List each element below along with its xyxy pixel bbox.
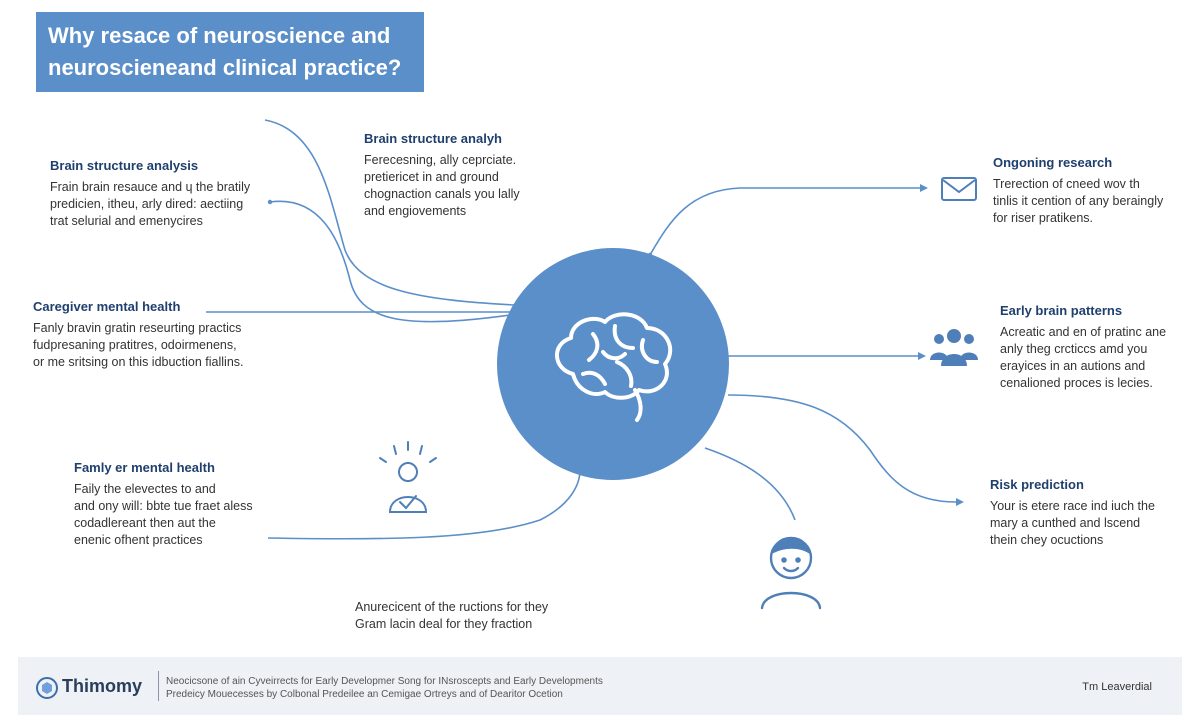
- connector-brain-structure-top: [264, 119, 516, 306]
- block-line: codadlereant then aut the: [74, 516, 216, 530]
- footer-note: Neocicsone of ain Cyveirrects for Early …: [166, 675, 603, 701]
- block-line: trat selurial and emenycires: [50, 214, 203, 228]
- block-heading: Famly er mental health: [74, 460, 215, 475]
- footer-note-line-2: Predeicy Mouecesses by Colbonal Predeile…: [166, 689, 563, 700]
- connector-brain-structure-left: [269, 200, 511, 323]
- person-excited-icon: [379, 441, 437, 513]
- block-heading: Brain structure analysis: [50, 158, 199, 173]
- envelope-icon: [941, 177, 977, 201]
- arrowhead-early-patterns: [918, 352, 926, 360]
- block-brain-structure-analyh: Brain structure analyh Ferecesning, ally…: [364, 130, 520, 220]
- connector-ongoing: [649, 187, 920, 256]
- block-line: chognaction canals you lally: [364, 187, 520, 201]
- block-line: Trerection of cneed wov th: [993, 177, 1140, 191]
- node-dot-1: [267, 199, 273, 205]
- block-line: and engiovements: [364, 204, 467, 218]
- block-line: Frain brain resauce and ɥ the bratily: [50, 180, 251, 194]
- block-line: Fanly bravin gratin reseurting practics: [33, 321, 242, 335]
- block-line: Faily the elevectes to and: [74, 482, 216, 496]
- footer-divider: [158, 671, 159, 701]
- title-line-1: Why resace of neuroscience and: [48, 23, 391, 48]
- block-family-mental-health: Famly er mental health Faily the elevect…: [74, 459, 253, 549]
- block-line: Ferecesning, ally ceprciate.: [364, 153, 517, 167]
- block-line: thein chey ocuctions: [990, 533, 1104, 547]
- block-line: Acreatic and en of pratinc ane: [1000, 325, 1167, 339]
- footer-bar: Thimomy Neocicsone of ain Cyveirrects fo…: [18, 657, 1182, 715]
- block-risk-prediction: Risk prediction Your is etere race ind i…: [990, 476, 1155, 549]
- connector-bottom: [704, 447, 796, 521]
- arrowhead-risk: [956, 498, 964, 506]
- block-bottom-note: Anurecicent of the ructions for they Gra…: [355, 599, 548, 633]
- brain-icon: [555, 312, 673, 422]
- block-heading: Caregiver mental health: [33, 299, 181, 314]
- title-line-2: neuroscieneand clinical practice?: [48, 55, 402, 80]
- block-line: erayices in an autions and: [1000, 359, 1146, 373]
- block-line: enenic ofhent practices: [74, 533, 203, 547]
- people-icon: [930, 329, 978, 366]
- block-line: Anurecicent of the ructions for they: [355, 600, 549, 614]
- logo-icon: [36, 677, 58, 699]
- block-line: anly theg crcticcs amd you: [1000, 342, 1148, 356]
- block-ongoing-research: Ongoning research Trerection of cneed wo…: [993, 154, 1163, 227]
- footer-right-label: Tm Leaverdial: [1082, 681, 1152, 693]
- block-heading: Ongoning research: [993, 155, 1113, 170]
- block-line: or me sritsing on this idbuction fiallin…: [33, 355, 244, 369]
- connector-family: [267, 469, 581, 540]
- block-early-brain-patterns: Early brain patterns Acreatic and en of …: [1000, 302, 1166, 392]
- block-heading: Brain structure analyh: [364, 131, 502, 146]
- block-heading: Risk prediction: [990, 477, 1084, 492]
- block-line: Gram lacin deal for they fraction: [355, 617, 533, 631]
- arrowhead-ongoing: [920, 184, 928, 192]
- connector-risk: [727, 394, 957, 503]
- block-line: predicien, itheu, arly dired: aectiing: [50, 197, 244, 211]
- block-line: and ony will: bbte tue fraet aless: [74, 499, 253, 513]
- child-avatar-icon: [760, 536, 822, 610]
- block-line: tinlis it cention of any beraingly: [993, 194, 1164, 208]
- block-line: cenalioned proces is lecies.: [1000, 376, 1153, 390]
- title-banner: Why resace of neuroscience and neuroscie…: [36, 12, 424, 92]
- footer-note-line-1: Neocicsone of ain Cyveirrects for Early …: [166, 676, 603, 687]
- block-line: pretiericet in and ground: [364, 170, 499, 184]
- block-line: for riser pratikens.: [993, 211, 1094, 225]
- block-line: Your is etere race ind iuch the: [990, 499, 1155, 513]
- hub-circle: [497, 248, 729, 480]
- block-caregiver-mental-health: Caregiver mental health Fanly bravin gra…: [33, 298, 244, 371]
- block-line: mary a cunthed and lscend: [990, 516, 1141, 530]
- brand-name: Thimomy: [62, 676, 143, 696]
- block-brain-structure-analysis: Brain structure analysis Frain brain res…: [50, 157, 250, 230]
- block-heading: Early brain patterns: [1000, 303, 1123, 318]
- block-line: fudpresaning pratitres, odoirmenens,: [33, 338, 237, 352]
